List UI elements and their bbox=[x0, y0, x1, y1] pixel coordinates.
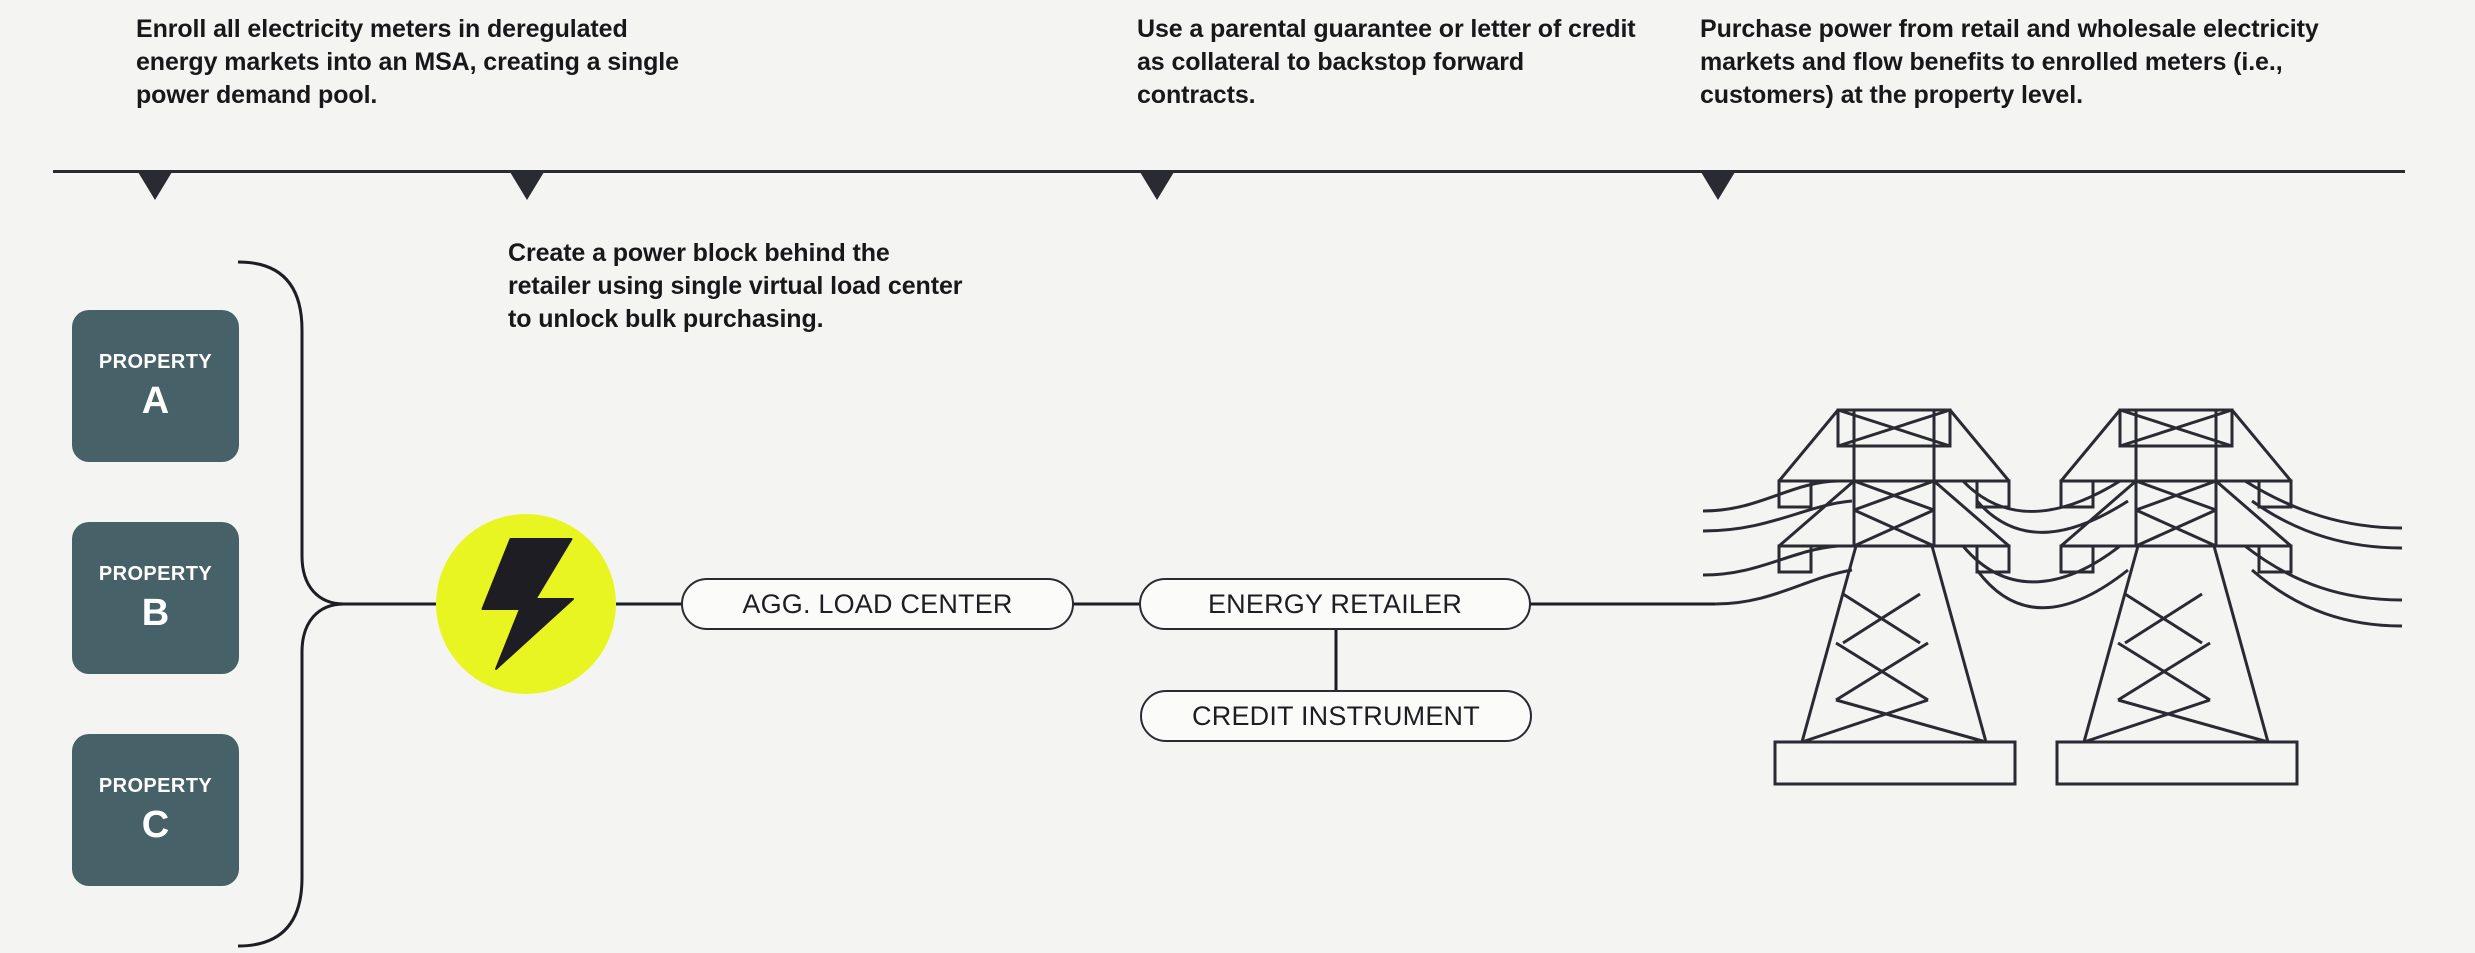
property-card-b[interactable]: PROPERTY B bbox=[72, 522, 239, 674]
property-card-letter: A bbox=[141, 380, 170, 422]
node-label: CREDIT INSTRUMENT bbox=[1192, 700, 1480, 731]
callout-marker-triangle-4 bbox=[1701, 172, 1735, 200]
property-card-label: PROPERTY bbox=[98, 351, 213, 373]
property-card-letter: B bbox=[141, 592, 170, 634]
callout-note-enroll: Enroll all electricity meters in deregul… bbox=[136, 15, 679, 109]
lightning-bolt-icon bbox=[481, 538, 574, 670]
node-label: ENERGY RETAILER bbox=[1207, 588, 1463, 619]
node-credit-instrument[interactable]: CREDIT INSTRUMENT bbox=[1140, 690, 1532, 742]
node-label: AGG. LOAD CENTER bbox=[742, 588, 1013, 619]
property-card-a[interactable]: PROPERTY A bbox=[72, 310, 239, 462]
node-agg-load-center[interactable]: AGG. LOAD CENTER bbox=[681, 578, 1074, 630]
transmission-tower-right bbox=[2055, 408, 2299, 786]
conductor-lines bbox=[1702, 479, 2403, 628]
property-card-label: PROPERTY bbox=[98, 563, 213, 585]
callout-note-collateral: Use a parental guarantee or letter of cr… bbox=[1137, 15, 1636, 109]
power-badge[interactable] bbox=[436, 514, 616, 694]
transmission-tower-left bbox=[1773, 408, 2017, 786]
property-card-c[interactable]: PROPERTY C bbox=[72, 734, 239, 886]
property-card-label: PROPERTY bbox=[98, 775, 213, 797]
callout-marker-triangle-1 bbox=[138, 172, 172, 200]
property-aggregation-bracket bbox=[237, 260, 436, 948]
node-energy-retailer[interactable]: ENERGY RETAILER bbox=[1139, 578, 1531, 630]
callout-marker-triangle-3 bbox=[1140, 172, 1174, 200]
callout-note-purchase: Purchase power from retail and wholesale… bbox=[1700, 15, 2319, 109]
callout-marker-triangle-2 bbox=[510, 172, 544, 200]
property-card-letter: C bbox=[141, 804, 170, 846]
callout-note-power-block: Create a power block behind the retailer… bbox=[508, 239, 963, 333]
timeline-divider-rule bbox=[53, 170, 2405, 173]
